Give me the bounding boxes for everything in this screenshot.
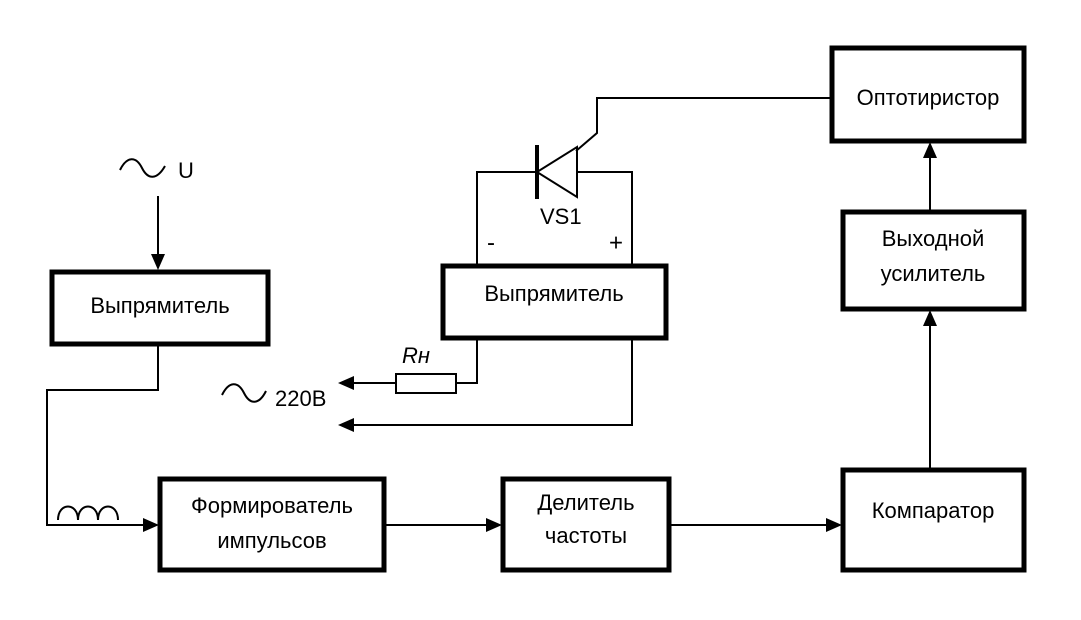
pulse-train-icon xyxy=(57,505,119,521)
load-resistor xyxy=(395,373,457,394)
block-rectifier-main xyxy=(49,269,271,347)
arrow-into-rectifier xyxy=(151,254,165,270)
block-rectifier-secondary xyxy=(440,263,669,341)
rectifier-main-label: Выпрямитель xyxy=(90,293,229,318)
output-amp-label-line1: Выходной xyxy=(882,226,985,251)
arrow-into-optothyristor xyxy=(923,142,937,158)
ac-mains-icon xyxy=(221,383,267,403)
pulse-former-label-line1: Формирователь xyxy=(191,493,353,518)
arrow-into-comparator xyxy=(826,518,842,532)
thyristor-vs1 xyxy=(535,145,578,199)
arrow-into-pulse-former xyxy=(143,518,159,532)
comparator-label: Компаратор xyxy=(872,498,995,523)
terminal-plus-label: + xyxy=(609,229,623,256)
arrow-into-amp xyxy=(923,310,937,326)
input-voltage-label: U xyxy=(178,158,194,183)
rectifier-secondary-label: Выпрямитель xyxy=(484,281,623,306)
block-optothyristor xyxy=(829,45,1027,144)
divider-label-line2: частоты xyxy=(545,523,627,548)
arrow-mains-top xyxy=(338,376,354,390)
block-frequency-divider xyxy=(500,476,672,573)
wire-vs1-anode xyxy=(577,171,633,265)
mains-voltage-label: 220В xyxy=(275,386,326,411)
ac-source-icon xyxy=(119,158,166,178)
block-pulse-former xyxy=(157,476,387,573)
arrow-mains-bottom xyxy=(338,418,354,432)
block-comparator xyxy=(840,467,1027,573)
wire-rectifier-to-load xyxy=(456,339,478,384)
thyristor-label: VS1 xyxy=(540,204,582,229)
arrow-into-divider xyxy=(486,518,502,532)
divider-label-line1: Делитель xyxy=(537,490,634,515)
block-output-amplifier xyxy=(840,209,1027,312)
wire-rectifier-to-mains-return xyxy=(352,339,633,426)
wire-vs1-cathode xyxy=(476,171,536,265)
pulse-former-label-line2: импульсов xyxy=(217,528,326,553)
output-amp-label-line2: усилитель xyxy=(881,261,986,286)
wire-optothyristor-to-gate xyxy=(575,97,832,152)
optothyristor-label: Оптотиристор xyxy=(857,85,1000,110)
wire-rectifier-to-pulse-former xyxy=(46,345,159,526)
terminal-minus-label: - xyxy=(487,229,495,256)
load-resistor-label: Rн xyxy=(402,343,430,368)
